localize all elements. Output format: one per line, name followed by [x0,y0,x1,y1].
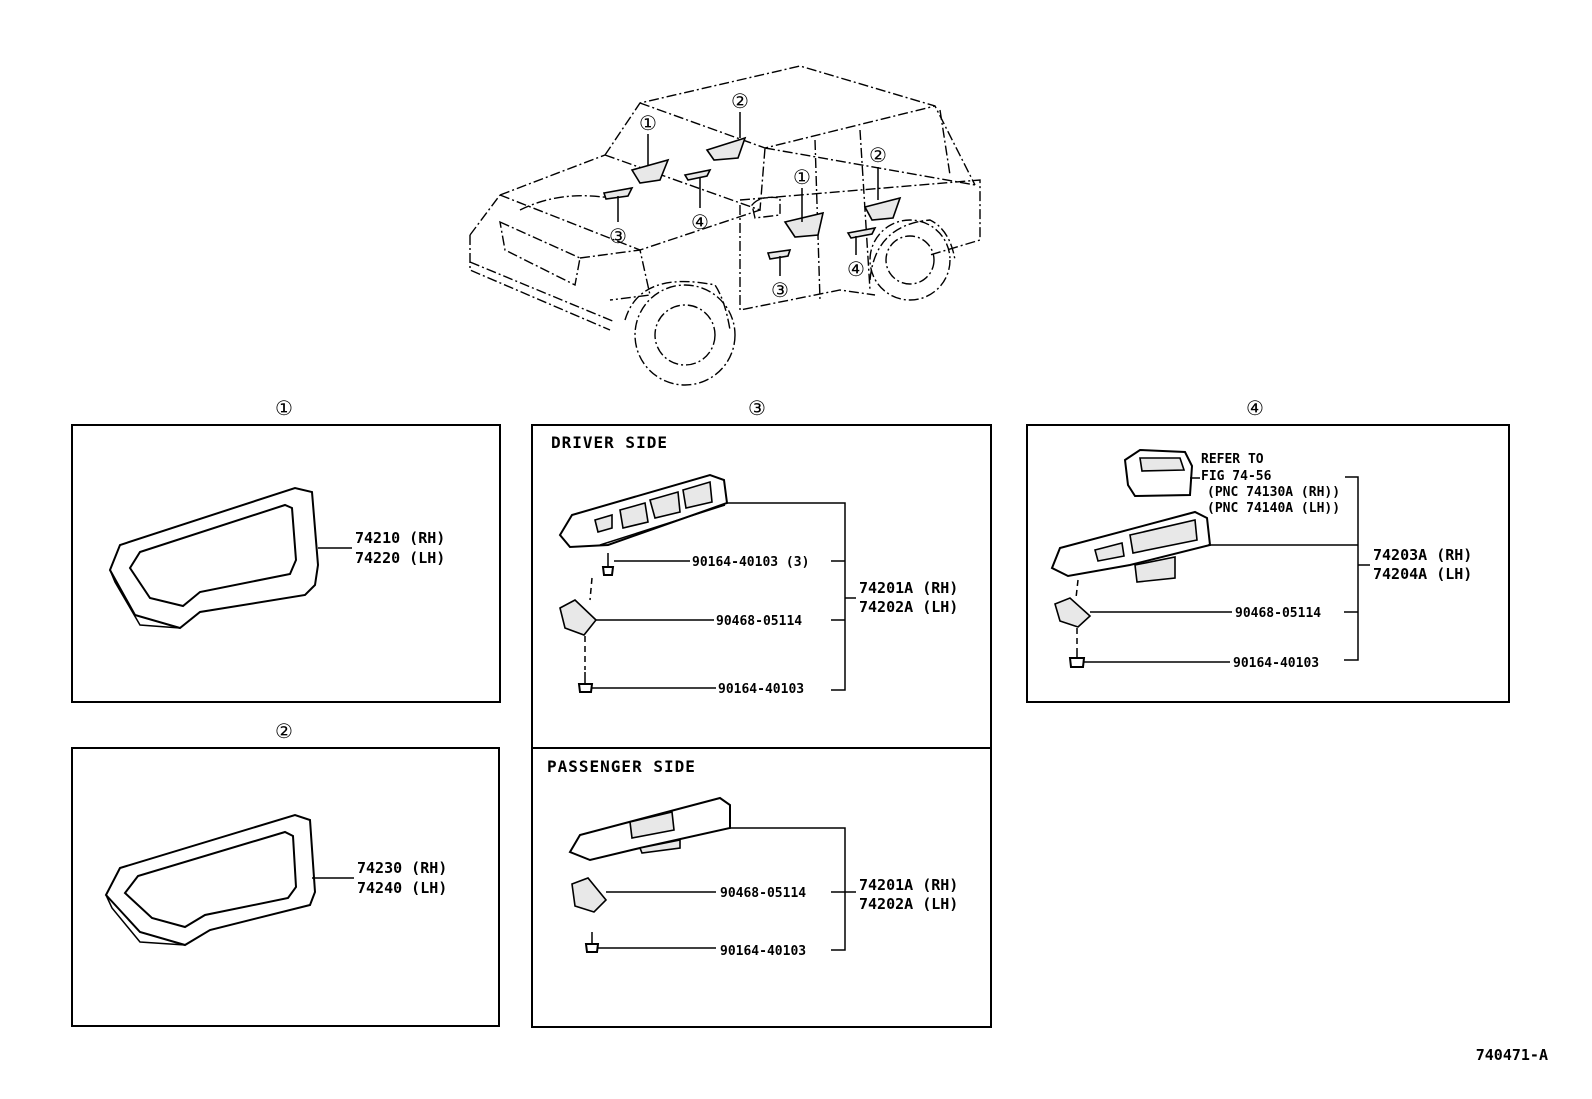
refer-line-1: REFER TO [1201,452,1264,467]
passenger-assy-lh: 74202A (LH) [859,895,958,913]
rear-assy-rh: 74203A (RH) [1373,546,1472,564]
passenger-switch-assembly [568,796,731,862]
figure-id: 740471-A [1476,1046,1548,1064]
rear-clip-pn: 90468-05114 [1235,606,1321,621]
refer-line-3: (PNC 74130A (RH)) [1207,485,1340,500]
panel-1-title: ① [275,396,293,420]
passenger-side-header: PASSENGER SIDE [547,757,696,776]
driver-assy-lh: 74202A (LH) [859,598,958,616]
driver-switch-assembly [558,473,729,549]
refer-line-2: FIG 74-56 [1201,469,1272,484]
driver-screw-top [601,553,615,576]
driver-clip [559,599,598,636]
panel-3-title: ③ [748,396,766,420]
panel-1-label-lh: 74220 (LH) [355,549,445,567]
rear-screw [1068,648,1086,668]
driver-assy-rh: 74201A (RH) [859,579,958,597]
panel-4-title: ④ [1246,396,1264,420]
passenger-clip [571,877,608,913]
panel-1-label-rh: 74210 (RH) [355,529,445,547]
rear-screw-pn: 90164-40103 [1233,656,1319,671]
vehicle-callout-2a: ② [731,89,749,113]
passenger-assy-rh: 74201A (RH) [859,876,958,894]
rear-switch-knob [1123,448,1194,498]
refer-line-4: (PNC 74140A (LH)) [1207,501,1340,516]
inner-handle-bezel-rear [104,813,317,947]
passenger-screw [584,932,600,953]
vehicle-illustration [469,65,981,386]
rear-clip [1054,597,1092,628]
panel-2-label-rh: 74230 (RH) [357,859,447,877]
vehicle-callout-1a: ① [639,111,657,135]
vehicle-callout-2b: ② [869,143,887,167]
panel-2-box [71,747,500,1027]
driver-screw-bottom [577,672,594,693]
rear-switch-assembly [1050,510,1212,583]
vehicle-callout-4a: ④ [691,210,709,234]
rear-assy-lh: 74204A (LH) [1373,565,1472,583]
passenger-screw-pn: 90164-40103 [720,944,806,959]
driver-side-header: DRIVER SIDE [551,433,668,452]
panel-2-label-lh: 74240 (LH) [357,879,447,897]
vehicle-callout-3b: ③ [771,278,789,302]
vehicle-callout-1b: ① [793,165,811,189]
driver-screw-top-pn: 90164-40103 (3) [692,555,809,570]
passenger-clip-pn: 90468-05114 [720,886,806,901]
panel-4-box [1026,424,1510,703]
panel-3-box [531,424,992,1028]
vehicle-callout-4b: ④ [847,257,865,281]
panel-1-box [71,424,501,703]
panel-2-title: ② [275,719,293,743]
vehicle-callout-3a: ③ [609,224,627,248]
inner-handle-bezel-front [108,486,320,630]
driver-screw-bottom-pn: 90164-40103 [718,682,804,697]
driver-clip-pn: 90468-05114 [716,614,802,629]
